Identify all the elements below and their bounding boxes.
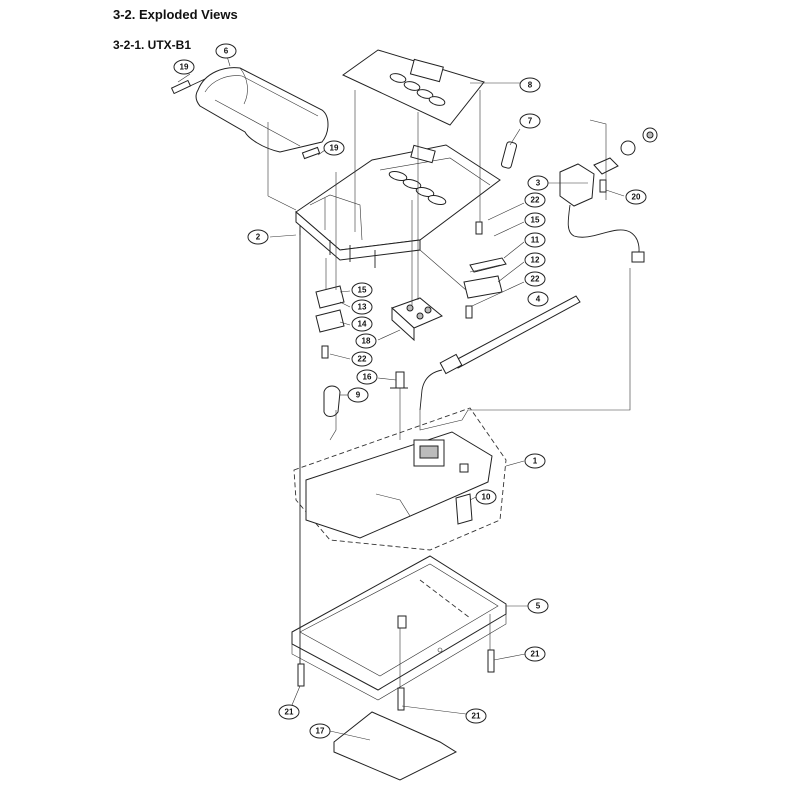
callout-16: 16: [356, 369, 378, 385]
svg-text:14: 14: [358, 320, 367, 329]
svg-text:17: 17: [316, 727, 325, 736]
callout-18: 18: [355, 333, 377, 349]
keypad-board-part: [391, 297, 443, 342]
screw-19-side: [301, 146, 321, 160]
battery-cover-part: [195, 67, 329, 153]
svg-text:21: 21: [531, 650, 540, 659]
callouts: 19 6 8 19 7 3 20 2 22 15 11 12 22 15 13 …: [173, 43, 647, 739]
callout-11: 11: [524, 232, 546, 248]
subsection-title: 3-2-1. UTX-B1: [113, 38, 192, 52]
screw-21-center: [397, 687, 405, 711]
callout-22: 22: [351, 351, 373, 367]
svg-text:5: 5: [536, 602, 541, 611]
connector-cable-part: [559, 127, 658, 263]
screw-19-top: [170, 78, 206, 95]
callout-17: 17: [309, 723, 331, 739]
callout-15: 15: [351, 282, 373, 298]
callout-19: 19: [173, 59, 195, 75]
assembly-lines: [267, 90, 631, 688]
svg-text:16: 16: [363, 373, 372, 382]
top-housing-part: [295, 144, 501, 268]
screw-21-left: [297, 663, 305, 687]
screw-21-right: [487, 649, 495, 673]
component-10-part: [455, 493, 473, 525]
svg-text:12: 12: [531, 256, 540, 265]
callout-6: 6: [215, 43, 237, 59]
svg-text:13: 13: [358, 303, 367, 312]
screw-22-right-b: [465, 305, 473, 319]
component-7-part: [500, 141, 518, 169]
svg-text:18: 18: [362, 337, 371, 346]
label-17-part: [333, 711, 458, 781]
callout-21: 21: [278, 704, 300, 720]
probe-rod-part: [419, 295, 581, 411]
callout-8: 8: [519, 77, 541, 93]
svg-text:22: 22: [531, 196, 540, 205]
svg-text:1: 1: [533, 457, 538, 466]
screw-22-left: [321, 345, 329, 359]
main-pcb-part: [293, 407, 507, 551]
svg-text:19: 19: [330, 144, 339, 153]
callout-22: 22: [524, 271, 546, 287]
svg-text:9: 9: [356, 391, 361, 400]
callout-12: 12: [524, 252, 546, 268]
component-16-part: [390, 371, 408, 389]
callout-21: 21: [524, 646, 546, 662]
callout-22: 22: [524, 192, 546, 208]
callout-leaders: [177, 52, 625, 741]
callout-13: 13: [351, 299, 373, 315]
bracket-13-part: [315, 285, 345, 309]
callout-20: 20: [625, 189, 647, 205]
svg-text:4: 4: [536, 295, 541, 304]
svg-text:20: 20: [632, 193, 641, 202]
svg-text:21: 21: [285, 708, 294, 717]
callout-7: 7: [519, 113, 541, 129]
callout-1: 1: [524, 453, 546, 469]
callout-19: 19: [323, 140, 345, 156]
section-title: 3-2. Exploded Views: [113, 7, 238, 22]
svg-text:6: 6: [224, 47, 229, 56]
callout-4: 4: [527, 291, 549, 307]
svg-text:21: 21: [472, 712, 481, 721]
callout-21: 21: [465, 708, 487, 724]
component-9-part: [323, 385, 341, 417]
callout-10: 10: [475, 489, 497, 505]
svg-text:2: 2: [256, 233, 261, 242]
svg-text:19: 19: [180, 63, 189, 72]
svg-text:22: 22: [358, 355, 367, 364]
svg-text:7: 7: [528, 117, 533, 126]
svg-text:3: 3: [536, 179, 541, 188]
screw-20: [599, 179, 607, 193]
front-panel-sheet-part: [342, 49, 485, 126]
bracket-14-part: [315, 309, 345, 333]
svg-text:22: 22: [531, 275, 540, 284]
callout-9: 9: [347, 387, 369, 403]
callout-15: 15: [524, 212, 546, 228]
svg-text:15: 15: [531, 216, 540, 225]
screw-22-right-a: [475, 221, 483, 235]
svg-text:11: 11: [531, 236, 540, 245]
svg-text:10: 10: [482, 493, 491, 502]
svg-text:8: 8: [528, 81, 533, 90]
bottom-case-part: [291, 555, 507, 701]
callout-14: 14: [351, 316, 373, 332]
callout-3: 3: [527, 175, 549, 191]
svg-text:15: 15: [358, 286, 367, 295]
callout-2: 2: [247, 229, 269, 245]
callout-5: 5: [527, 598, 549, 614]
bracket-11-part: [469, 257, 507, 273]
